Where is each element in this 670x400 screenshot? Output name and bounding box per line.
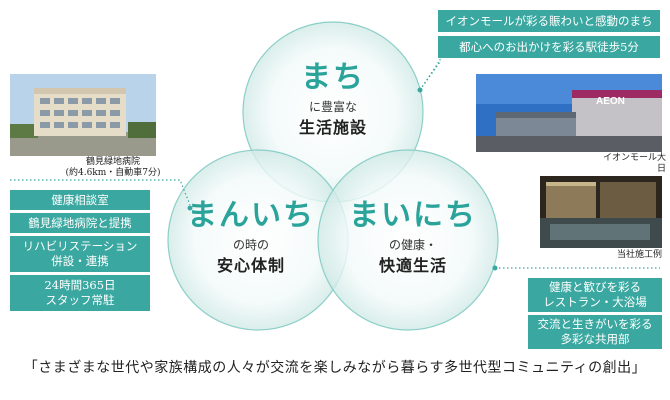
manichi-main: 安心体制 xyxy=(216,256,285,275)
circle-text-mainichi: まいにち の健康・ 快適生活 xyxy=(338,198,488,278)
mainichi-sub: の健康・ xyxy=(388,238,437,252)
bath-photo xyxy=(540,176,662,248)
machi-main: 生活施設 xyxy=(298,118,367,137)
connector-top-right xyxy=(419,58,441,91)
tag-aeon-town: イオンモールが彩る賑わいと感動のまち xyxy=(438,10,660,32)
machi-title: まち xyxy=(301,60,365,95)
circle-text-machi: まち に豊富な 生活施設 xyxy=(258,60,408,140)
tag-hospital-partner: 鶴見緑地病院と提携 xyxy=(10,213,150,233)
hospital-photo xyxy=(10,74,156,156)
connector-top-right-h xyxy=(419,59,441,91)
machi-sub: に豊富な xyxy=(308,100,357,114)
aeon-sign: AEON xyxy=(596,96,625,107)
circle-text-manichi: まんいち の時の 安心体制 xyxy=(176,198,326,278)
aeon-caption: イオンモール大日 xyxy=(602,153,666,174)
bath-caption: 当社施工例 xyxy=(616,250,662,260)
tag-restaurant-bath: 健康と歓びを彩る レストラン・大浴場 xyxy=(528,278,662,312)
footer-slogan: 「さまざまな世代や家族構成の人々が交流を楽しみながら暮らす多世代型コミュニティの… xyxy=(23,360,647,376)
connector-dot-left xyxy=(187,205,193,211)
connector-left xyxy=(10,179,191,206)
hospital-caption: 鶴見緑地病院 (約4.6km・自動車7分) xyxy=(65,157,161,178)
tag-health-room: 健康相談室 xyxy=(10,190,150,210)
aeon-photo: AEON xyxy=(476,74,662,152)
manichi-title: まんいち xyxy=(187,198,315,233)
manichi-sub: の時の xyxy=(232,238,269,252)
tag-common-areas: 交流と生きがいを彩る 多彩な共用部 xyxy=(528,315,662,349)
mainichi-title: まいにち xyxy=(349,198,477,233)
connector-dot-top xyxy=(417,87,423,93)
tag-24h-staff: 24時間365日 スタッフ常駐 xyxy=(10,275,150,311)
tag-rehab: リハビリステーション 併設・連携 xyxy=(10,236,150,272)
connector-dot-right xyxy=(492,265,498,271)
tag-station-walk: 都心へのお出かけを彩る駅徒歩5分 xyxy=(438,36,660,58)
circle-mainichi xyxy=(317,149,499,331)
mainichi-main: 快適生活 xyxy=(378,256,447,275)
